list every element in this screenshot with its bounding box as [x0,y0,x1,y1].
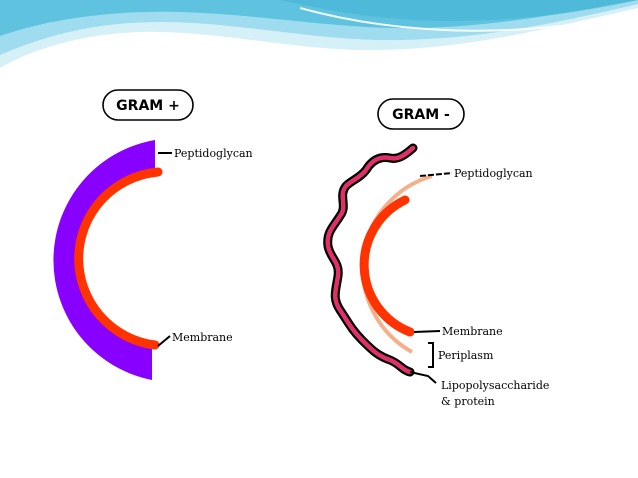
gram-negative-membrane-label: Membrane [442,325,503,338]
gram-positive-peptidoglycan-label: Peptidoglycan [174,147,253,160]
gram-negative-lps-label-line1: Lipopolysaccharide [441,379,549,392]
gram-negative-title: GRAM - [392,107,450,123]
gram-negative-membrane [359,195,415,337]
gram-negative-title-box: GRAM - [377,98,465,130]
gram-negative-outer-membrane [323,143,418,377]
gram-negative-membrane-leader [413,330,441,333]
gram-positive-title: GRAM + [116,98,180,114]
gram-negative-peptidoglycan-leader [419,172,453,177]
gram-positive-peptidoglycan-wall [53,140,155,380]
gram-negative-lps-leader [409,371,437,384]
gram-positive-title-box: GRAM + [102,89,194,121]
gram-negative-outer-membrane-fill [325,145,416,375]
gram-negative-periplasm-label: Periplasm [438,349,494,362]
gram-negative-panel: GRAM - Peptidoglycan Membrane Periplasm … [323,98,549,408]
gram-positive-panel: GRAM + Peptidoglycan Membrane [53,89,253,380]
gram-positive-membrane-label: Membrane [172,331,233,344]
gram-negative-peptidoglycan-label: Peptidoglycan [454,167,533,180]
gram-positive-membrane [74,167,163,350]
gram-negative-periplasm-bracket [428,342,434,368]
gram-positive-membrane-leader [157,335,171,347]
gram-negative-lps-label-line2: & protein [441,395,495,408]
header-wave-decoration [0,0,638,68]
